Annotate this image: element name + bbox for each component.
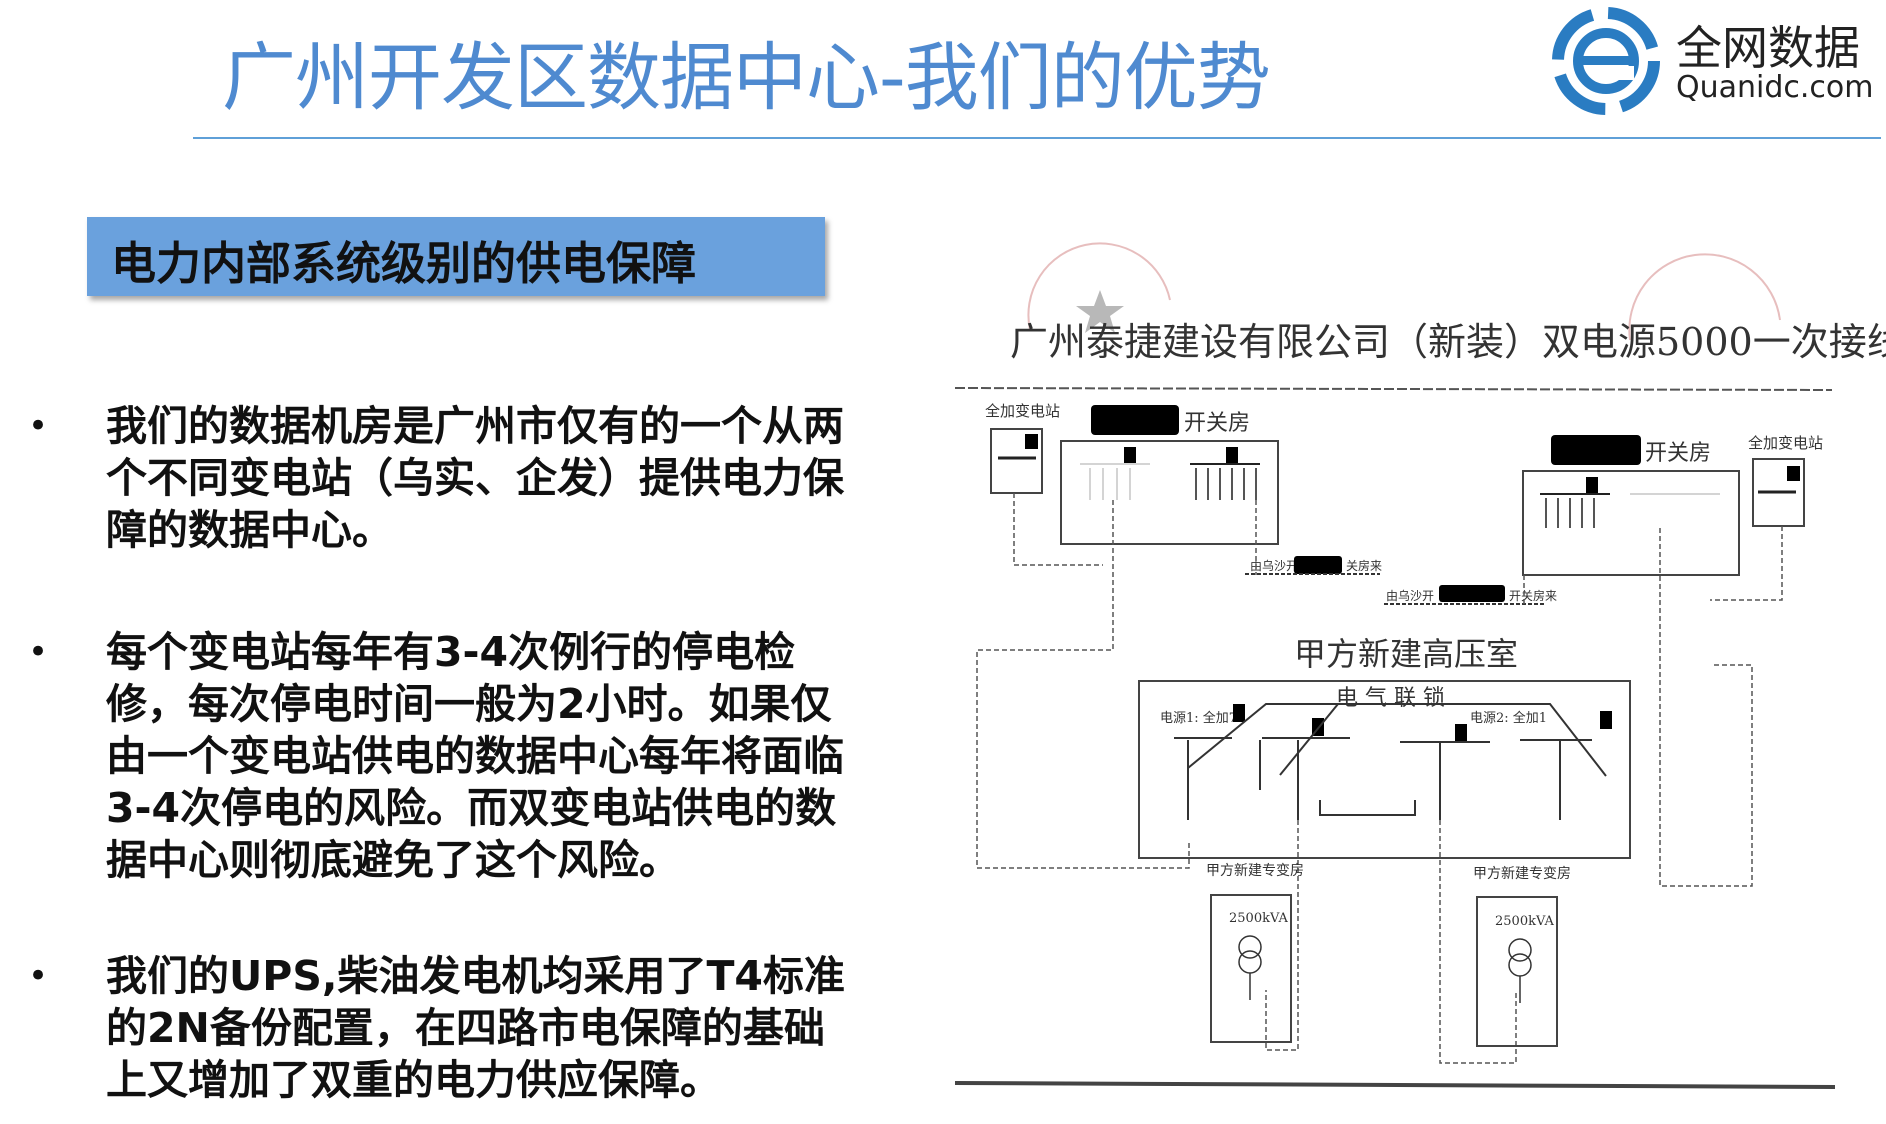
transformer-room-left-label: 甲方新建专变房: [1206, 863, 1304, 879]
seal-stamp-icon: [1027, 242, 1781, 341]
quanidc-logo: 全网数据 Quanidc.com: [1548, 4, 1878, 119]
bullet-text: 我们的UPS,柴油发电机均采用了T4标准的2N备份配置，在四路市电保障的基础上又…: [106, 952, 845, 1104]
switch-room-right-label: 开关房: [1645, 441, 1711, 466]
star-icon: [1076, 290, 1124, 333]
section-heading-box: 电力内部系统级别的供电保障: [87, 217, 825, 296]
substation-right-box: [1752, 458, 1805, 527]
switch-room-left-label: 开关房: [1184, 411, 1250, 436]
logo-e-icon: [1552, 7, 1660, 115]
feed-right-suffix: 开关房来: [1509, 588, 1557, 603]
redaction: [1025, 434, 1038, 449]
interlock-label: 电 气 联 锁: [1336, 686, 1445, 711]
section-heading: 电力内部系统级别的供电保障: [111, 237, 697, 290]
transformer-icon: [1508, 938, 1532, 1003]
capacity-left-label: 2500kVA: [1229, 911, 1288, 926]
page-title: 广州开发区数据中心-我们的优势: [222, 35, 1271, 121]
transformer-room-right-label: 甲方新建专变房: [1473, 866, 1571, 882]
capacity-right-label: 2500kVA: [1495, 914, 1554, 929]
transformer-icon: [1238, 935, 1262, 1000]
bullet-dot: •: [28, 956, 49, 996]
diagram-title: 广州泰捷建设有限公司（新装）双电源5000一次接线示意图: [1010, 320, 1886, 364]
redaction: [1091, 405, 1179, 435]
bullet-dot: •: [28, 406, 49, 446]
transformer-room-right-box: [1476, 896, 1558, 1047]
diagram-top-line: [954, 387, 1833, 391]
source1-label: 电源1: 全加7: [1160, 710, 1237, 726]
bullet-text: 每个变电站每年有3-4次例行的停电检修，每次停电时间一般为2小时。如果仅由一个变…: [106, 628, 844, 884]
diagram-bottom-line: [954, 1081, 1836, 1089]
feed-right-label: 由乌沙开: [1386, 588, 1434, 603]
switch-room-left-box: [1060, 440, 1279, 545]
logo-domain-text: Quanidc.com: [1676, 70, 1874, 105]
bullet-dot: •: [28, 632, 49, 672]
logo-chinese-text: 全网数据: [1676, 21, 1860, 75]
switch-room-right-box: [1522, 470, 1740, 576]
redaction: [1551, 435, 1641, 465]
bullet-text: 我们的数据机房是广州市仅有的一个从两个不同变电站（乌实、企发）提供电力保障的数据…: [106, 402, 844, 554]
title-divider: [193, 137, 1881, 139]
hv-room-box: [1138, 680, 1631, 859]
feed-left-suffix: 关房来: [1346, 558, 1382, 573]
substation-left-box: [990, 428, 1043, 494]
hv-room-label: 甲方新建高压室: [1294, 635, 1518, 673]
substation-left-label: 全加变电站: [985, 402, 1060, 420]
feed-left-label: 由乌沙开: [1250, 558, 1298, 573]
transformer-room-left-box: [1210, 894, 1292, 1043]
substation-right-label: 全加变电站: [1748, 434, 1823, 452]
source2-label: 电源2: 全加1: [1470, 710, 1547, 726]
